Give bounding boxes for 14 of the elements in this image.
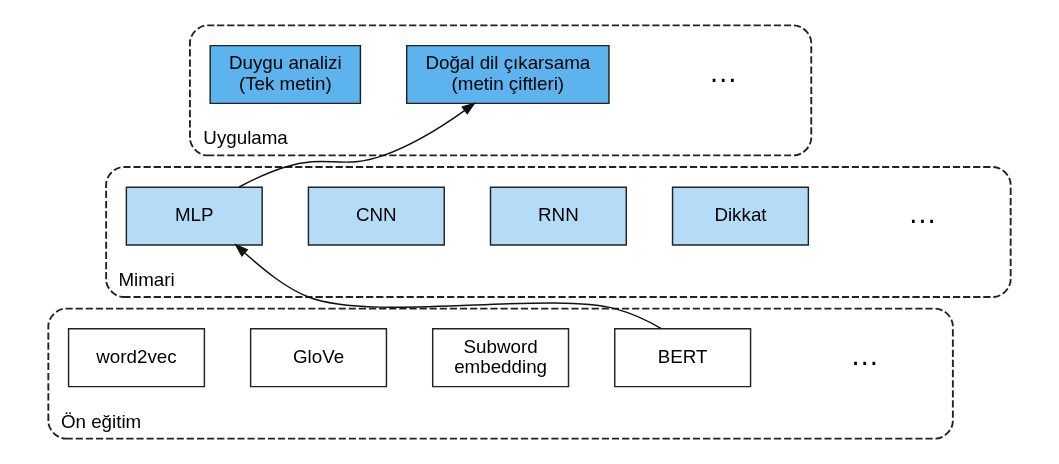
node-box: Duygu analizi (Tek metin) [209, 44, 362, 105]
node-box: CNN [307, 186, 445, 246]
node-box: RNN [489, 186, 628, 246]
node-box: Dikkat [671, 186, 810, 246]
label: … [708, 55, 738, 88]
node-box: BERT [614, 328, 752, 388]
node-box: Subword embedding [431, 328, 570, 388]
label: … [908, 197, 937, 230]
node-box: GloVe [249, 328, 388, 388]
node-box: word2vec [67, 328, 206, 388]
arrow [238, 102, 476, 188]
label: … [850, 338, 880, 371]
node-box: Doğal dil çıkarsama (metin çiftleri) [405, 44, 610, 105]
node-box: MLP [125, 186, 263, 246]
